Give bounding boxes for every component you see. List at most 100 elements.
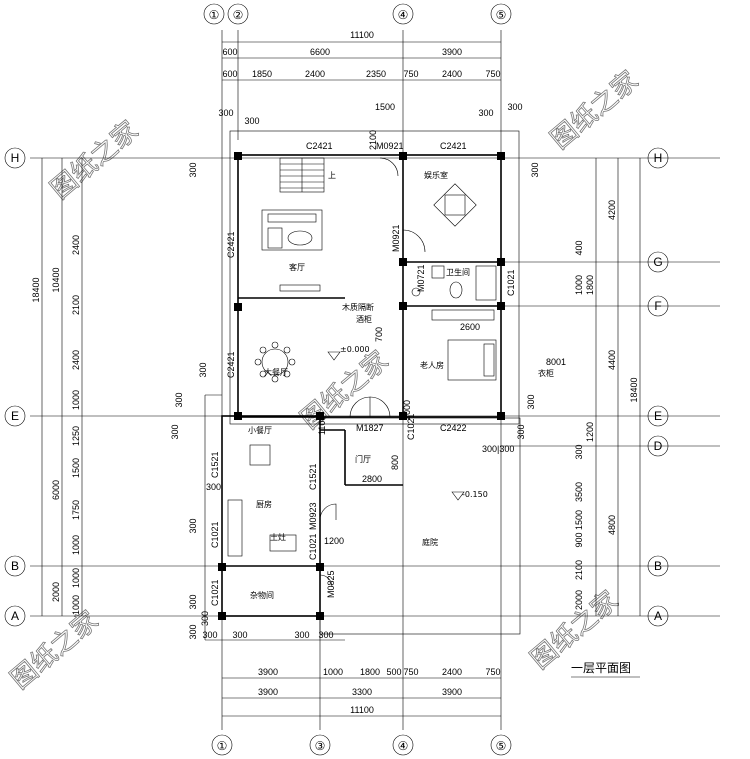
- dimension-label: 2400: [71, 350, 81, 370]
- room-kitchen: 厨房: [256, 499, 272, 509]
- watermark-1: 图纸之家: [45, 116, 144, 206]
- bathroom-fixtures-icon: [411, 265, 497, 301]
- dimension-label: 3900: [442, 687, 462, 697]
- axis-bottom-3: ③: [315, 739, 326, 753]
- dimension-label: 600: [222, 69, 237, 79]
- dimension-label: 300: [188, 518, 198, 533]
- dimension-label: 6600: [310, 47, 330, 57]
- dimension-label: 18400: [629, 377, 639, 402]
- dimension-label: 11100: [350, 30, 374, 40]
- axis-bottom-5: ⑤: [496, 739, 507, 753]
- wardrobe-label: 衣柜: [538, 368, 554, 378]
- dimension-label: 2000: [574, 590, 584, 610]
- dimension-label: 1850: [252, 69, 272, 79]
- dimension-label: 300: [530, 162, 540, 177]
- room-labels: 客厅 大餐厅 小餐厅 厨房 娱乐室 卫生间 老人房 庭院 杂物间 门厅 土灶 木…: [248, 170, 554, 600]
- bed-icon: [447, 339, 497, 381]
- dimension-label: 300: [188, 162, 198, 177]
- drawing-title: 一层平面图: [571, 661, 640, 678]
- doors: [319, 157, 426, 588]
- bottom-dimensions: 3900 1000 1800 500 750 2400 750 3900 330…: [202, 630, 501, 717]
- dimension-label: 300: [232, 630, 247, 640]
- dimension-label: 1500: [71, 458, 81, 478]
- dimension-label: C2421: [440, 141, 467, 151]
- dimension-label: 300: [294, 630, 309, 640]
- dimension-label: 300: [478, 108, 493, 118]
- dimension-label: 6000: [51, 480, 61, 500]
- dimension-label: C1021: [506, 269, 516, 296]
- watermark-2: 图纸之家: [545, 66, 644, 156]
- dimension-label: 1750: [71, 500, 81, 520]
- dimension-label: 8001: [546, 357, 566, 367]
- dimension-label: 2400: [71, 235, 81, 255]
- dimension-label: C1021: [308, 533, 318, 560]
- axis-bottom-1: ①: [217, 739, 228, 753]
- dimension-label: 300: [218, 108, 233, 118]
- dimension-label: 1200: [585, 422, 595, 442]
- dimension-label: 750: [403, 667, 418, 677]
- walls: [204, 130, 521, 641]
- dimension-label: 900: [574, 532, 584, 547]
- axis-right-H: H: [654, 151, 663, 165]
- dimension-label: 1000: [71, 535, 81, 555]
- dimension-label: C1021: [406, 413, 416, 440]
- dimension-label: M1827: [356, 423, 384, 433]
- dimension-label: 3500: [574, 482, 584, 502]
- dimension-label: M0721: [416, 264, 426, 292]
- living-sofa-icon: [261, 209, 323, 251]
- dimension-label: 11100: [350, 705, 374, 715]
- dimension-label: M0921: [376, 141, 404, 151]
- dimension-label: 300: [526, 394, 536, 409]
- dimension-label: 2400: [442, 69, 462, 79]
- bottom-axis-bubbles: ① ③ ④ ⑤: [211, 734, 512, 756]
- dimension-label: 4400: [607, 350, 617, 370]
- watermark-4: 图纸之家: [5, 606, 104, 696]
- room-living: 客厅: [289, 262, 305, 272]
- dimension-label: 4200: [607, 200, 617, 220]
- dimension-label: 1200: [324, 536, 344, 546]
- game-table-icon: [433, 183, 477, 227]
- top-dimensions: 11100 600 6600 3900 600 1850 2400 2350 7…: [218, 30, 522, 126]
- dimension-label: 18400: [31, 277, 41, 302]
- right-axis-bubbles: H G F E D B A: [647, 147, 669, 627]
- dimension-label: 750: [403, 69, 418, 79]
- axis-bottom-4: ④: [398, 739, 409, 753]
- dimension-label: 2100: [71, 295, 81, 315]
- dimension-label: 1100: [317, 416, 327, 435]
- room-storage: 杂物间: [250, 590, 274, 600]
- dimension-label: 1500: [574, 510, 584, 530]
- dimension-label: C2421: [306, 141, 333, 151]
- dimension-label: M0921: [391, 224, 401, 252]
- axis-right-D: D: [654, 439, 663, 453]
- dimension-label: C1521: [210, 451, 220, 478]
- left-dimensions: 18400 10400 6000 2000 2400 2100 2400 100…: [31, 158, 208, 640]
- dimension-label: 300: [170, 424, 180, 439]
- stair-up-label: 上: [328, 171, 336, 180]
- small-dining-table-icon: [249, 444, 271, 466]
- dimension-label: 1000: [323, 667, 343, 677]
- dimension-label: 1800: [585, 275, 595, 295]
- axis-right-E: E: [654, 409, 662, 423]
- dimension-label: 300: [507, 102, 522, 112]
- watermarks: 图纸之家 图纸之家 图纸之家 图纸之家 图纸之家: [5, 65, 645, 696]
- stair: [279, 157, 325, 193]
- left-axis-bubbles: H E B A: [4, 147, 26, 627]
- dimension-label: 1500: [375, 102, 395, 112]
- dimension-label: 3900: [442, 47, 462, 57]
- columns: [218, 152, 505, 620]
- dimension-label: 3900: [258, 687, 278, 697]
- axis-left-A: A: [11, 609, 19, 623]
- dimension-label: C2422: [440, 423, 467, 433]
- dimension-label: 750: [485, 69, 500, 79]
- dimension-label: 300: [318, 630, 333, 640]
- room-bath: 卫生间: [446, 267, 470, 277]
- room-small-dining: 小餐厅: [248, 426, 272, 435]
- dimension-label: 300|300: [482, 444, 514, 454]
- dimension-label: 2800: [362, 474, 382, 484]
- elevation-interior: ±0.000: [340, 345, 370, 354]
- dimension-label: 300: [188, 594, 198, 609]
- dimension-label: 2100: [368, 130, 378, 150]
- axis-left-B: B: [11, 559, 19, 573]
- dimension-label: 300: [516, 424, 526, 439]
